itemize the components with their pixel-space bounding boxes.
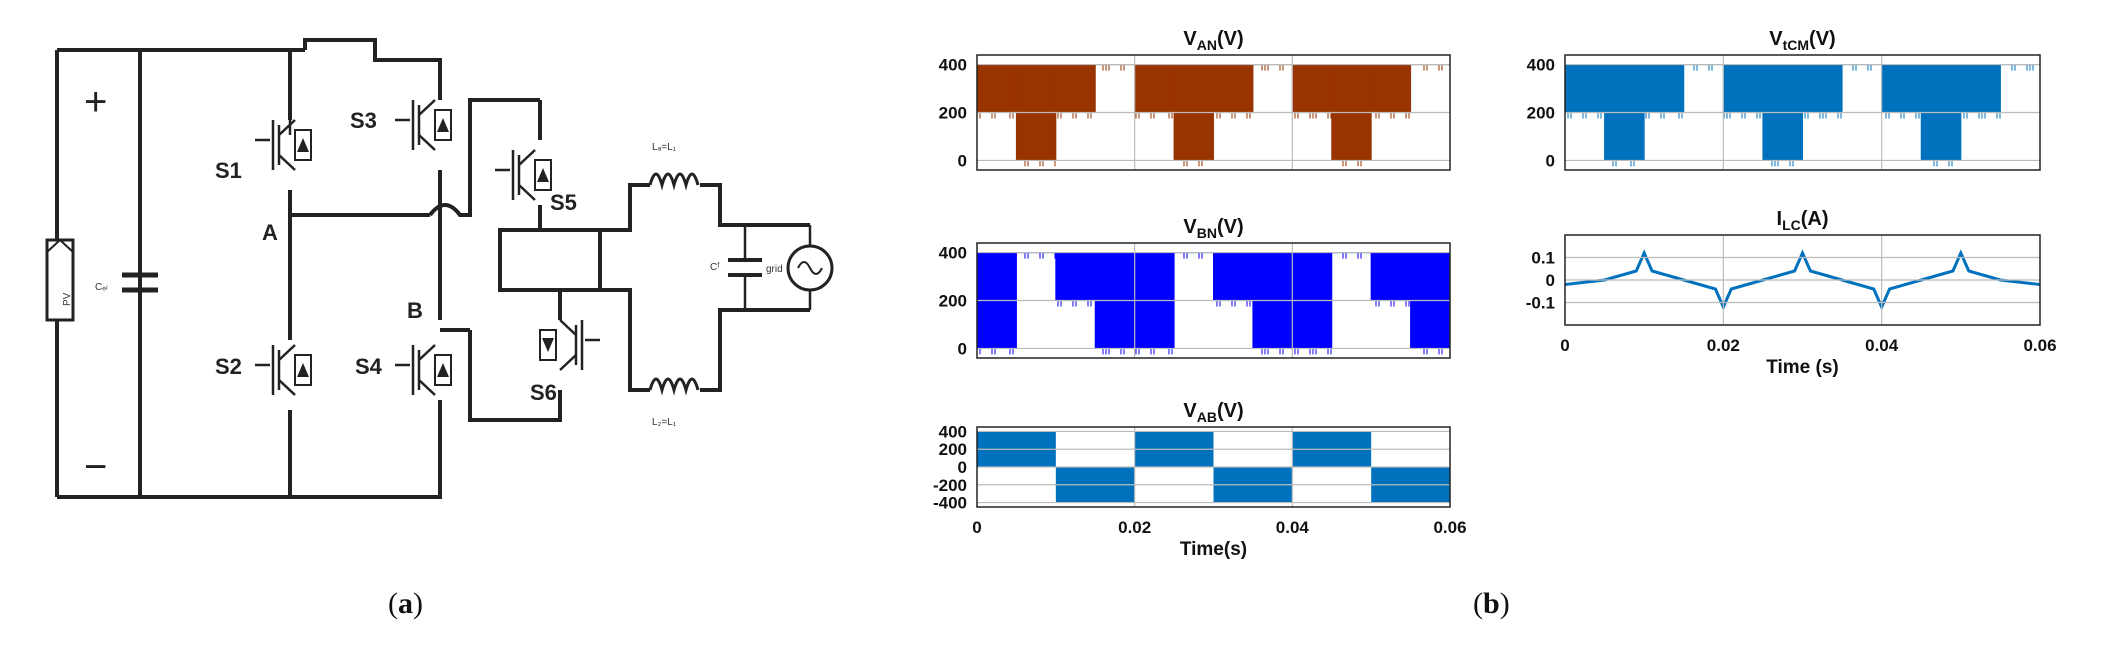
circuit-diagram: PV + − Cₑₗ S1 S2	[45, 38, 834, 499]
switch-s1	[255, 115, 312, 171]
plot-van: VAN(V) 400 200 0	[939, 28, 1451, 171]
ytick-label: 400	[939, 422, 967, 441]
xlabel-ilc: Time (s)	[1766, 357, 1839, 378]
switch-s4	[395, 344, 452, 396]
input-capacitor: Cₑₗ	[95, 50, 158, 497]
label-s2: S2	[215, 354, 242, 379]
plot-vtcm: VtCM(V) 400 200 0	[1527, 28, 2041, 171]
minus-sign: −	[84, 445, 107, 489]
caption-a-letter: a	[398, 587, 413, 620]
ytick-label: 400	[1527, 56, 1555, 75]
xtick-label: 0.02	[1118, 518, 1151, 537]
xtick-label: 0.02	[1707, 336, 1740, 355]
plot-title-van: VAN(V)	[1183, 28, 1243, 53]
leg-b-wires	[290, 170, 540, 499]
xtick-label: 0.04	[1276, 518, 1310, 537]
ytick-label: 0	[958, 458, 967, 477]
plot-data-ilc	[1565, 249, 2040, 311]
switch-s5	[495, 149, 552, 201]
grid-vtcm	[1565, 55, 2040, 170]
pv-label: PV	[62, 292, 73, 306]
switch-s6	[539, 319, 600, 371]
xlabel-vab: Time(s)	[1180, 539, 1247, 560]
switch-s3	[395, 99, 452, 151]
label-s1: S1	[215, 158, 242, 183]
ytick-label: -0.1	[1526, 294, 1555, 313]
inductor-bottom	[648, 377, 700, 396]
filter-capacitor: Cᶠ	[710, 225, 762, 310]
label-s4: S4	[355, 354, 383, 379]
output-bottom	[600, 288, 810, 392]
ytick-label: 0	[1546, 271, 1555, 290]
output-top	[600, 183, 810, 232]
ytick-label: 0.1	[1531, 249, 1555, 268]
label-s3: S3	[350, 108, 377, 133]
node-a-label: A	[262, 220, 278, 245]
inductor-bottom-label: L₂=L₁	[652, 417, 677, 428]
ytick-label: 0	[958, 339, 967, 358]
ytick-label: 0	[1546, 151, 1555, 170]
filter-capacitor-label: Cᶠ	[710, 262, 720, 273]
ytick-label: -400	[933, 494, 967, 513]
plot-title-vbn: VBN(V)	[1183, 216, 1243, 241]
waveform-ilc	[1565, 249, 2040, 311]
ytick-label: 400	[939, 56, 967, 75]
input-capacitor-label: Cₑₗ	[95, 282, 108, 293]
plot-vbn: VBN(V) 400 200 0	[939, 216, 1451, 359]
grid-ilc	[1565, 235, 2040, 325]
axes-frame-van	[976, 54, 1451, 171]
ytick-label: 0	[958, 151, 967, 170]
ytick-label: 200	[939, 104, 967, 123]
caption-b-letter: b	[1483, 587, 1500, 620]
inductor-top	[648, 172, 700, 191]
plot-title-vab: VAB(V)	[1183, 400, 1243, 425]
ytick-label: -200	[933, 476, 967, 495]
grid-label: grid	[766, 264, 783, 275]
label-s5: S5	[550, 190, 577, 215]
leg-a-wires	[288, 38, 442, 497]
axes-frame-vab	[976, 426, 1451, 508]
plot-title-vtcm: VtCM(V)	[1769, 28, 1835, 53]
grid-source: grid	[766, 225, 834, 310]
label-s6: S6	[530, 380, 557, 405]
xtick-label: 0.06	[1433, 518, 1466, 537]
caption-b: (b)	[1473, 587, 1510, 620]
grid-van	[977, 55, 1450, 170]
ytick-label: 400	[939, 244, 967, 263]
ytick-label: 200	[939, 292, 967, 311]
ytick-label: 200	[939, 440, 967, 459]
ac-source-icon	[797, 261, 823, 275]
plot-title-ilc: ILC(A)	[1777, 208, 1829, 233]
plot-data-van	[977, 64, 1450, 167]
crossover	[428, 98, 540, 217]
plus-sign: +	[84, 80, 107, 124]
grid-vbn	[977, 243, 1450, 358]
inductor-top-label: Lₐ=L₁	[652, 142, 677, 153]
pv-module: PV	[45, 238, 75, 322]
node-b-label: B	[407, 298, 423, 323]
ytick-label: 200	[1527, 104, 1555, 123]
grid-vab	[977, 427, 1450, 507]
xtick-label: 0	[972, 518, 981, 537]
xtick-label: 0.04	[1865, 336, 1899, 355]
bidir-block	[470, 98, 602, 422]
plot-data-vbn	[977, 252, 1450, 355]
axes-frame-vtcm	[1564, 54, 2041, 171]
axes-frame-vbn	[976, 242, 1451, 359]
caption-a: (a)	[388, 587, 423, 620]
axes-frame-ilc	[1564, 234, 2041, 326]
xtick-label: 0.06	[2023, 336, 2056, 355]
plot-data-vtcm	[1565, 64, 2040, 167]
switch-s2	[255, 344, 312, 396]
xtick-label: 0	[1560, 336, 1569, 355]
waveform-plots: VAN(V)4002000VBN(V)4002000VAB(V)4002000-…	[933, 28, 2057, 560]
